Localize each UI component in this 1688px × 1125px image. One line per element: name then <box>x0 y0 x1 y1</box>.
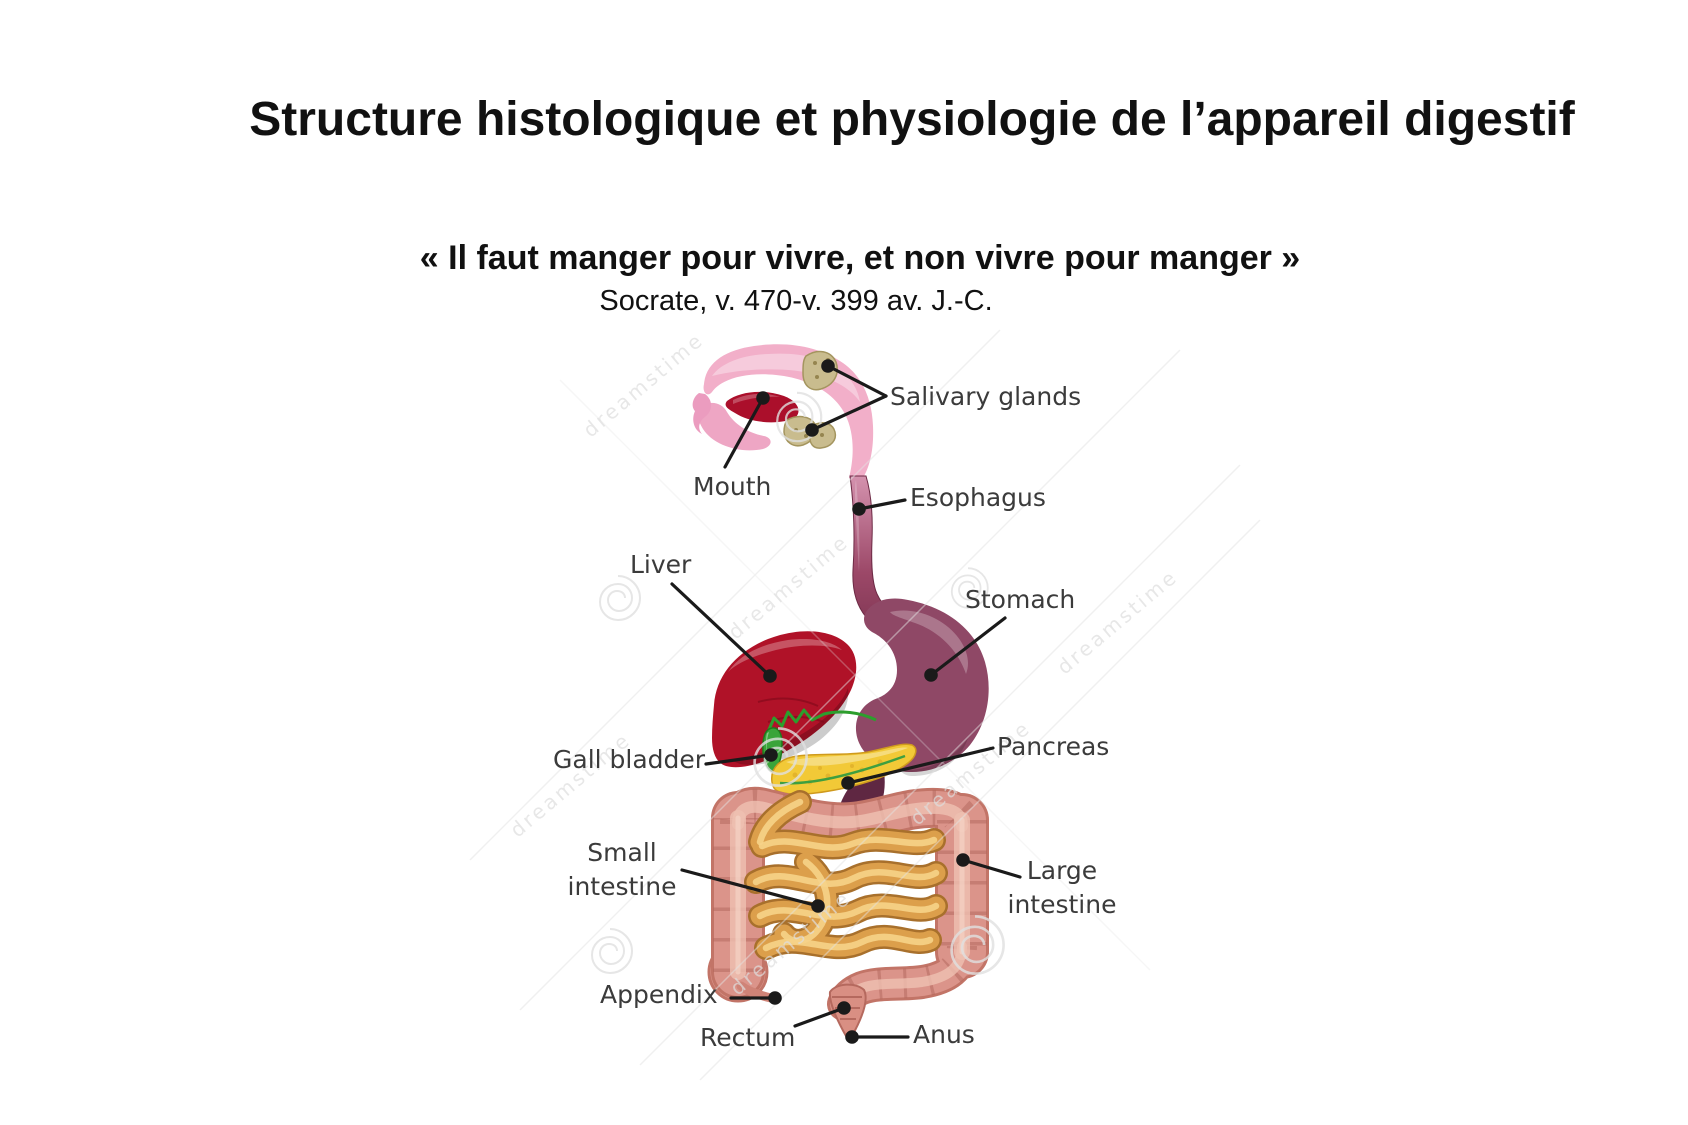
rectum-dot <box>837 1001 851 1015</box>
salivary-glands-illustration <box>783 350 838 449</box>
gall-bladder-dot <box>764 748 778 762</box>
gall-bladder-leader-line <box>704 753 773 766</box>
watermark-spiral-icon <box>599 575 641 621</box>
stomach-dot <box>924 668 938 682</box>
rectum-leader-line <box>793 1006 846 1028</box>
pancreas-dot <box>841 776 855 790</box>
page-title: Structure histologique et physiologie de… <box>249 93 1575 146</box>
quote-line: « Il faut manger pour vivre, et non vivr… <box>419 239 1301 277</box>
pancreas-highlight <box>786 747 908 766</box>
anus-dot <box>845 1030 859 1044</box>
label-pancreas: Pancreas <box>997 732 1110 761</box>
large-intestine-leader-line <box>961 858 1022 879</box>
head-illustration <box>692 344 874 478</box>
label-rectum: Rectum <box>700 1023 796 1052</box>
label-stomach: Stomach <box>965 585 1076 614</box>
label-esophagus: Esophagus <box>910 483 1046 512</box>
bile-duct <box>766 708 877 733</box>
label-small-intestine: Small intestine <box>567 838 677 901</box>
label-salivary-glands: Salivary glands <box>890 382 1082 411</box>
liver-leader-line <box>670 582 772 678</box>
label-mouth: Mouth <box>693 472 772 501</box>
appendix-dot <box>768 991 782 1005</box>
label-appendix: Appendix <box>600 980 718 1009</box>
label-large-intestine: Large intestine <box>1007 856 1117 919</box>
liver-shadow <box>730 688 849 765</box>
lips-shape <box>692 393 712 434</box>
salivary-upper-dot <box>821 359 835 373</box>
small-intestine-dot <box>811 899 825 913</box>
salivary-lower-dot <box>805 423 819 437</box>
watermark-lattice <box>469 329 1261 1081</box>
mouth-leader-line <box>723 396 765 469</box>
liver-highlight <box>728 639 842 672</box>
tongue-shape <box>725 391 799 423</box>
gall-bladder-highlight <box>765 732 769 762</box>
large-intestine-dot <box>956 853 970 867</box>
salivary-glands-leader-line-lower <box>810 394 888 432</box>
leader-lines <box>670 359 1022 1044</box>
liver-dot <box>763 669 777 683</box>
label-anus: Anus <box>913 1020 975 1049</box>
lower-jaw-shape <box>697 402 771 451</box>
watermark-text: dreamstime <box>578 327 708 442</box>
esophagus-dot <box>852 502 866 516</box>
salivary-glands-leader-line-upper <box>826 364 888 398</box>
quote-attribution: Socrate, v. 470-v. 399 av. J.-C. <box>599 285 993 317</box>
pancreas-leader-line <box>846 746 995 785</box>
label-gall-bladder: Gall bladder <box>553 745 706 774</box>
leader-dots <box>756 359 970 1044</box>
mouth-dot <box>756 391 770 405</box>
small-intestine-leader-line <box>680 868 820 908</box>
watermark-spiral-icon <box>591 928 633 974</box>
stomach-leader-line <box>929 616 1007 677</box>
stomach-highlight <box>890 610 968 674</box>
label-liver: Liver <box>630 550 692 579</box>
esophagus-leader-line <box>857 498 907 511</box>
